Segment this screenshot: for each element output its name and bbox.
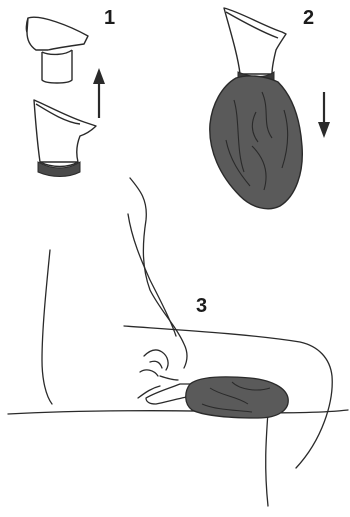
step-number-1: 1 [104,8,115,28]
arrow-down-icon [318,92,330,138]
step3-collection-bag [186,377,288,418]
step3-funnel [146,384,192,404]
step3-seated-figure [8,178,348,506]
step1-funnel-assembled [34,100,96,167]
step1-funnel-cap [26,17,88,83]
step2-collection-bag [210,76,303,209]
step-number-2: 2 [303,8,314,28]
step2-funnel [224,8,286,74]
arrow-up-icon [93,68,105,118]
step-number-3: 3 [196,296,207,316]
